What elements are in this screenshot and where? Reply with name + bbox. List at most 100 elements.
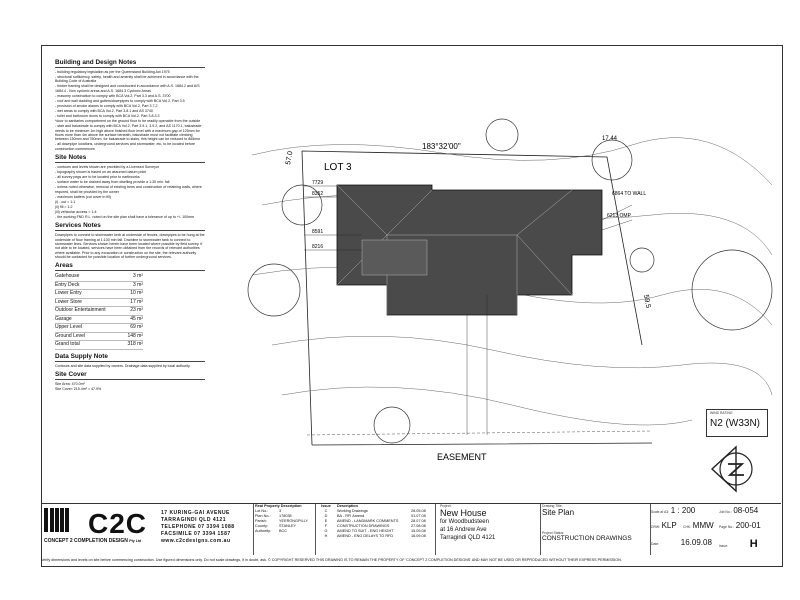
area-value: 10 m² [122, 289, 143, 299]
site-notes-title: Site Notes [55, 154, 87, 162]
company-cell: C2C CONCEPT 2 COMPLETION DESIGN Pty Ltd … [41, 504, 254, 555]
side-17: 17.44 [602, 136, 618, 142]
checked-by-row: CHK: MMW [683, 521, 714, 530]
wind-rating-value: N2 (W33N) [710, 418, 761, 429]
project-label: Project: [440, 504, 452, 508]
data-supply-text: Contours and site data supplied by owner… [55, 363, 191, 368]
site-cover-title: Site Cover [55, 371, 87, 379]
area-label: Entry Deck [55, 281, 123, 291]
issue-col-header: Issue [321, 504, 331, 508]
company-name: C2C [88, 508, 148, 539]
project-cell: Project: New House for Woodbudsteen at 1… [437, 504, 541, 555]
company-logo: C2C [44, 508, 146, 539]
project-for: for Woodbudsteen [440, 519, 489, 525]
address-line: TELEPHONE 07 3394 1088 [161, 524, 235, 530]
real-property-row: Parish:YEERONGPILLY [255, 519, 309, 523]
site-note-line: - unless noted otherwise, removal of exi… [55, 185, 202, 194]
project-status: CONSTRUCTION DRAWINGS [542, 535, 632, 542]
site-note-line: (i) - cut = 1:1 [55, 199, 76, 204]
site-note-line: - contours and levels shown are provided… [55, 165, 160, 170]
wind-rating-box: WIND RATING N2 (W33N) [706, 409, 768, 437]
company-subtitle: CONCEPT 2 COMPLETION DESIGN Pty Ltd [44, 538, 142, 544]
north-arrow-icon [710, 445, 753, 493]
drawing-title-label: Drawing Title: [542, 504, 563, 508]
side-59: 59.5 [642, 294, 651, 309]
building-note-line: - structural sufficiency, safety, health… [55, 75, 199, 84]
issue-row: Issue: H [719, 538, 758, 550]
services-notes-title: Services Notes [55, 222, 101, 230]
building-note-line: - building regulatory legislation as per… [55, 70, 170, 74]
area-label: Gatehouse [55, 273, 123, 282]
area-value: 69 m² [122, 323, 143, 333]
address-line: FACSIMILE 07 3394 1587 [161, 531, 231, 537]
drawing-sheet [41, 45, 783, 567]
dim-6864: 6864 TO WALL [612, 191, 646, 197]
dimension-lines [304, 185, 633, 435]
area-label: Ground Level [55, 332, 123, 342]
area-label: Lower Store [55, 298, 123, 308]
lot-boundary [301, 150, 653, 446]
copyright-footer: Verify dimensions and levels on site bef… [41, 558, 622, 562]
date-row: Date: 16.09.08 [651, 538, 712, 547]
title-block: C2C CONCEPT 2 COMPLETION DESIGN Pty Ltd … [41, 503, 781, 555]
drawing-title: Site Plan [542, 508, 575, 517]
logo-bars-icon [44, 508, 78, 532]
dim-8352: 8352 [312, 191, 323, 197]
description-col-header: Description [337, 504, 358, 508]
building-note-line: - stair and balustrade to comply with BC… [55, 124, 202, 142]
side-57: 57.0 [285, 151, 294, 166]
site-note-line: - topography shown is based on an assume… [55, 170, 147, 175]
building-note-line: - all downpipe locations, underground se… [55, 142, 196, 151]
address-line: 17 KURING-GAI AVENUE [161, 510, 230, 516]
address-line: TARRAGINDI QLD 4121 [161, 517, 226, 523]
area-label: Garage [55, 315, 123, 325]
dim-6213: 6213 OMP [607, 213, 632, 219]
building-note-line: - provision of smoke alarms to comply wi… [55, 104, 158, 109]
dim-8216: 8216 [312, 244, 323, 250]
real-property-row: Authority:BCC [255, 529, 288, 533]
site-cover-line: Site Area: 470.0m² [55, 382, 85, 387]
site-plan-drawing: LOT 3 EASEMENT 183°32'00" 7729 8352 8591… [247, 118, 773, 462]
bearing-label: 183°32'00" [422, 142, 461, 151]
area-label: Outdoor Entertainment [55, 306, 123, 316]
site-note-line: - surface water to be drained away from … [55, 180, 170, 185]
site-note-line: (iii) vehicular access = 1:4 [55, 210, 97, 215]
real-property-row: Plan No.:178035 [255, 514, 292, 518]
real-property-title: Real Property Description [255, 504, 302, 508]
page-no-row: Page No.: 200-01 [719, 521, 761, 530]
building-notes-title: Building and Design Notes [55, 59, 137, 66]
drawn-by-row: DRW: KLP [651, 521, 677, 530]
status-label: Project Status: [542, 531, 565, 535]
easement-label: EASEMENT [437, 452, 487, 462]
project-title: New House [440, 508, 487, 518]
building-note-line: - roof and wall cladding and gutters/dow… [55, 98, 185, 103]
area-value: 17 m² [122, 298, 143, 308]
real-property-row: County:STANLEY [255, 524, 297, 528]
wind-rating-label: WIND RATING [710, 411, 733, 415]
area-value: 23 m² [122, 306, 143, 316]
building-note-line: *door to sanitaries compartment on the g… [55, 119, 201, 124]
site-cover-line: Site Cover: 215.4m² = 47.9% [55, 387, 102, 392]
area-value: 3 m² [122, 281, 143, 291]
building-note-line: - masonry construction to comply with BC… [55, 93, 171, 98]
site-note-line: - all survey pegs are to be located prio… [55, 175, 140, 180]
